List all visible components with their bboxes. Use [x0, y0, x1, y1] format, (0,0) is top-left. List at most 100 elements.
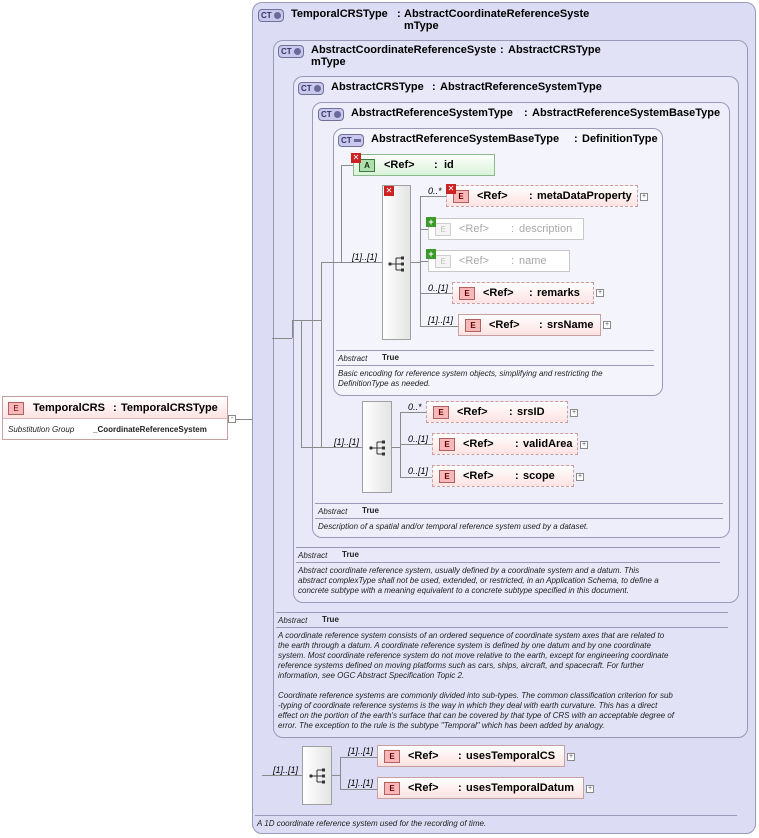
element-name[interactable]: E <Ref> : name [428, 250, 570, 272]
elem-name: scope [523, 470, 555, 482]
sequence-compositor[interactable] [362, 401, 392, 493]
expand-icon[interactable]: + [576, 473, 584, 481]
root-element-box[interactable]: E TemporalCRS : TemporalCRSType Substitu… [2, 396, 228, 440]
complex-type-icon: CT [278, 45, 304, 58]
seq-connector [321, 262, 382, 263]
substitution-group-value: _CoordinateReferenceSystem [93, 425, 207, 434]
elem-colon: : [529, 287, 533, 299]
root-colon: : [113, 402, 117, 414]
element-icon: E [384, 782, 400, 795]
prohibited-icon: ✕ [446, 184, 456, 194]
ref-label: <Ref> [459, 255, 489, 267]
child-cardinality: 0..* [408, 402, 422, 412]
added-icon: + [426, 249, 436, 259]
complex-type-icon: CT [338, 134, 364, 147]
complex-type-icon: CT [318, 108, 344, 121]
crs-doc-line: abstract complexType shall not be used, … [298, 576, 659, 585]
type-name-cont: mType [311, 56, 346, 68]
complex-type-icon: CT [298, 82, 324, 95]
ct2-branch-line [301, 320, 302, 447]
child-cardinality: [1]..[1] [348, 746, 374, 756]
expand-icon[interactable]: + [640, 193, 648, 201]
added-icon: + [426, 217, 436, 227]
expand-icon[interactable]: + [586, 785, 594, 793]
sequence-icon [388, 256, 404, 272]
sequence-compositor[interactable] [302, 746, 332, 805]
ref-label: <Ref> [457, 406, 488, 418]
ref-label: <Ref> [384, 159, 415, 171]
ref-label: <Ref> [463, 470, 494, 482]
expand-icon[interactable]: + [567, 753, 575, 761]
expand-icon[interactable]: + [596, 289, 604, 297]
element-description[interactable]: E <Ref> : description [428, 218, 584, 240]
base-type-doc: Basic encoding for reference system obje… [338, 369, 603, 378]
element-scope[interactable]: E <Ref> : scope [432, 465, 574, 487]
element-metadataproperty[interactable]: E <Ref> : metaDataProperty [446, 185, 638, 207]
type-base: AbstractReferenceSystemType [440, 81, 602, 93]
attr-connector-v [341, 165, 342, 262]
element-icon: E [435, 223, 451, 236]
elem-name: description [519, 223, 573, 235]
child-connector [400, 444, 432, 445]
child-cardinality: 0..[1] [408, 434, 429, 444]
crs-doc-line: Abstract coordinate reference system, us… [298, 566, 640, 575]
annotation-separator [315, 518, 723, 519]
ref-label: <Ref> [463, 438, 494, 450]
root-element-type: TemporalCRSType [121, 402, 218, 414]
elem-name: srsName [547, 319, 594, 331]
element-icon: E [384, 750, 400, 763]
element-srsid[interactable]: E <Ref> : srsID [426, 401, 568, 423]
elem-colon: : [509, 406, 513, 418]
element-remarks[interactable]: E <Ref> : remarks [452, 282, 594, 304]
elem-colon: : [511, 255, 515, 267]
coord-doc-line: information, see OGC Abstract Specificat… [278, 671, 465, 680]
elem-colon: : [511, 223, 515, 235]
ref-system-doc: Description of a spatial and/or temporal… [318, 522, 589, 531]
seq-to-children [332, 775, 340, 776]
element-icon: E [439, 470, 455, 483]
temporal-doc: A 1D coordinate reference system used fo… [257, 819, 487, 828]
coord-doc-line: -typing of coordinate reference systems … [278, 701, 658, 710]
seq-children-line [340, 757, 341, 789]
root-connector [236, 419, 262, 420]
type-name: AbstractReferenceSystemBaseType [371, 133, 560, 145]
elem-name: remarks [537, 287, 580, 299]
seq-to-children [392, 447, 400, 448]
annotation-separator [276, 612, 728, 613]
abstract-value: True [382, 353, 399, 362]
type-name: AbstractReferenceSystemType [351, 107, 513, 119]
element-usestemporaldatum[interactable]: E <Ref> : usesTemporalDatum [377, 777, 584, 799]
child-connector [400, 477, 432, 478]
expand-icon[interactable]: + [570, 409, 578, 417]
type-colon: : [432, 81, 436, 93]
attribute-id[interactable]: A <Ref> : id [353, 154, 495, 176]
ref-label: <Ref> [459, 223, 489, 235]
expand-icon[interactable]: + [603, 321, 611, 329]
expand-icon[interactable]: + [580, 441, 588, 449]
attr-name: id [444, 159, 454, 171]
type-colon: : [500, 44, 504, 56]
substitution-group-label: Substitution Group [8, 425, 75, 434]
coord-doc-line: Coordinate reference systems are commonl… [278, 691, 673, 700]
child-connector [420, 261, 428, 262]
elem-colon: : [515, 470, 519, 482]
coord-doc-line: reference systems defined on moving plat… [278, 661, 644, 670]
sequence-icon [309, 768, 325, 784]
type-base: AbstractCRSType [508, 44, 601, 56]
root-expand-icon[interactable]: - [228, 415, 236, 423]
elem-colon: : [458, 750, 462, 762]
sequence-compositor[interactable] [382, 185, 411, 340]
seq-cardinality: [1]..[1] [352, 252, 378, 262]
child-cardinality: 0..[1] [428, 283, 449, 293]
child-connector [340, 757, 377, 758]
element-validarea[interactable]: E <Ref> : validArea [432, 433, 578, 455]
element-srsname[interactable]: E <Ref> : srsName [458, 314, 601, 336]
element-usestemporalcs[interactable]: E <Ref> : usesTemporalCS [377, 745, 565, 767]
abstract-label: Abstract [278, 616, 308, 625]
prohibited-icon: ✕ [384, 186, 394, 196]
coord-doc-line: A coordinate reference system consists o… [278, 631, 665, 640]
element-icon: E [433, 406, 449, 419]
abstract-value: True [342, 550, 359, 559]
ct1-branch-top [272, 338, 292, 339]
seq-to-children [411, 262, 420, 263]
